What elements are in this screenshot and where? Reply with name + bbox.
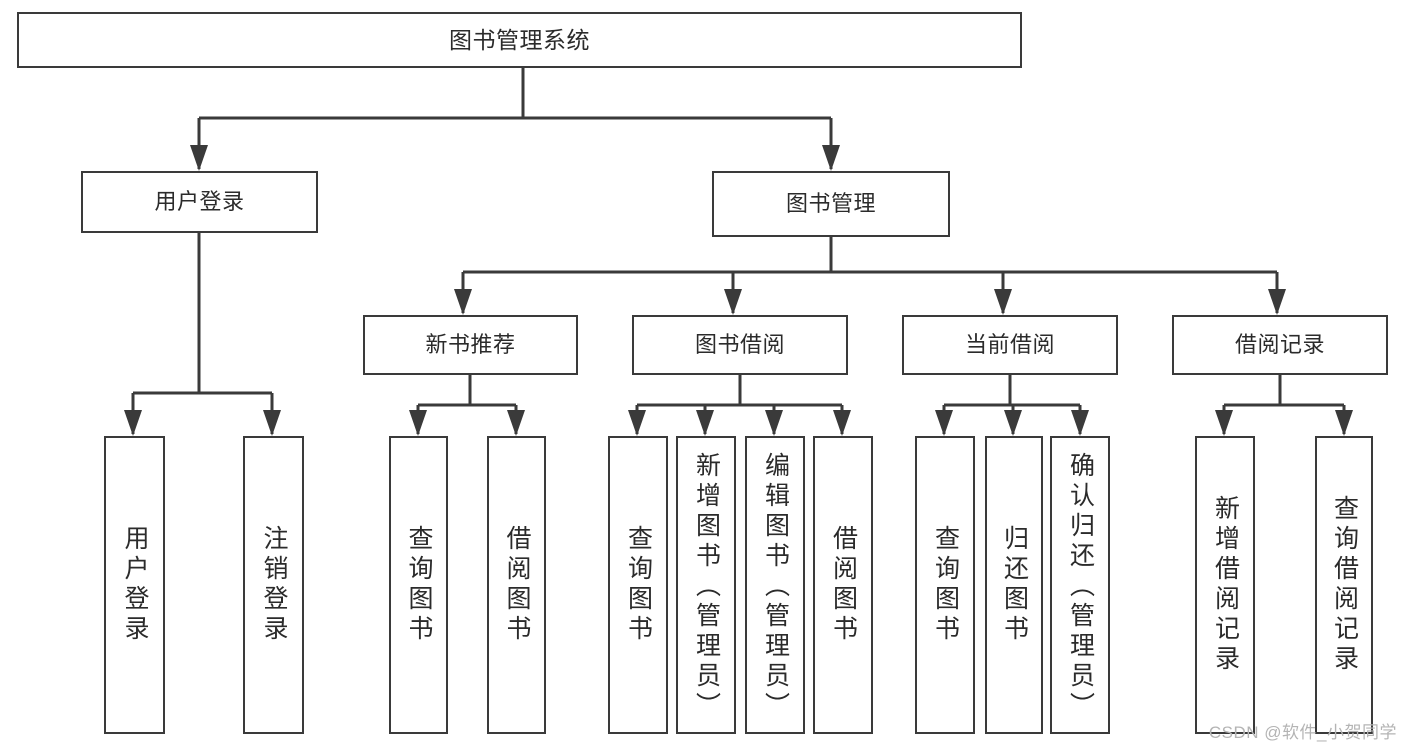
node-label-leaf-cb-confirm: 确认归还（管理员）: [1066, 452, 1095, 722]
node-label-user-login: 用户登录: [154, 189, 245, 215]
node-label-leaf-bb-query: 查询图书: [624, 525, 653, 645]
node-label-leaf-bb-borrow: 借阅图书: [829, 525, 858, 645]
node-root[interactable]: 图书管理系统: [17, 12, 1022, 68]
node-label-leaf-cb-query: 查询图书: [931, 525, 960, 645]
node-label-book-borrow: 图书借阅: [694, 332, 785, 358]
node-book-borrow[interactable]: 图书借阅: [632, 315, 848, 375]
node-label-leaf-logout: 注销登录: [260, 525, 288, 645]
node-label-new-book-rec: 新书推荐: [425, 332, 516, 358]
node-leaf-logout[interactable]: 注销登录: [243, 436, 304, 734]
node-leaf-nbr-query[interactable]: 查询图书: [389, 436, 448, 734]
node-leaf-cb-confirm[interactable]: 确认归还（管理员）: [1050, 436, 1110, 734]
node-label-leaf-nbr-borrow: 借阅图书: [503, 525, 531, 645]
node-leaf-bb-borrow[interactable]: 借阅图书: [813, 436, 873, 734]
node-label-root: 图书管理系统: [449, 26, 590, 53]
node-leaf-nbr-borrow[interactable]: 借阅图书: [487, 436, 546, 734]
watermark: CSDN @软件_小贺同学: [1208, 723, 1397, 742]
node-label-leaf-nbr-query: 查询图书: [405, 525, 433, 645]
node-label-leaf-cb-return: 归还图书: [1000, 525, 1029, 645]
node-new-book-rec[interactable]: 新书推荐: [363, 315, 578, 375]
node-leaf-cb-return[interactable]: 归还图书: [985, 436, 1043, 734]
node-user-login[interactable]: 用户登录: [81, 171, 318, 233]
node-leaf-br-query[interactable]: 查询借阅记录: [1315, 436, 1373, 734]
node-borrow-record[interactable]: 借阅记录: [1172, 315, 1388, 375]
node-label-leaf-bb-add: 新增图书（管理员）: [692, 452, 721, 722]
node-label-leaf-br-add: 新增借阅记录: [1211, 495, 1240, 675]
node-leaf-bb-add[interactable]: 新增图书（管理员）: [676, 436, 736, 734]
node-label-leaf-br-query: 查询借阅记录: [1330, 495, 1359, 675]
node-leaf-user-login[interactable]: 用户登录: [104, 436, 165, 734]
node-book-manage[interactable]: 图书管理: [712, 171, 950, 237]
node-current-borrow[interactable]: 当前借阅: [902, 315, 1118, 375]
node-leaf-bb-query[interactable]: 查询图书: [608, 436, 668, 734]
node-leaf-bb-edit[interactable]: 编辑图书（管理员）: [745, 436, 805, 734]
node-leaf-cb-query[interactable]: 查询图书: [915, 436, 975, 734]
node-label-current-borrow: 当前借阅: [964, 332, 1055, 358]
node-label-leaf-user-login: 用户登录: [121, 525, 149, 645]
node-leaf-br-add[interactable]: 新增借阅记录: [1195, 436, 1255, 734]
node-label-borrow-record: 借阅记录: [1234, 332, 1325, 358]
node-label-book-manage: 图书管理: [785, 191, 876, 217]
node-label-leaf-bb-edit: 编辑图书（管理员）: [761, 452, 790, 722]
